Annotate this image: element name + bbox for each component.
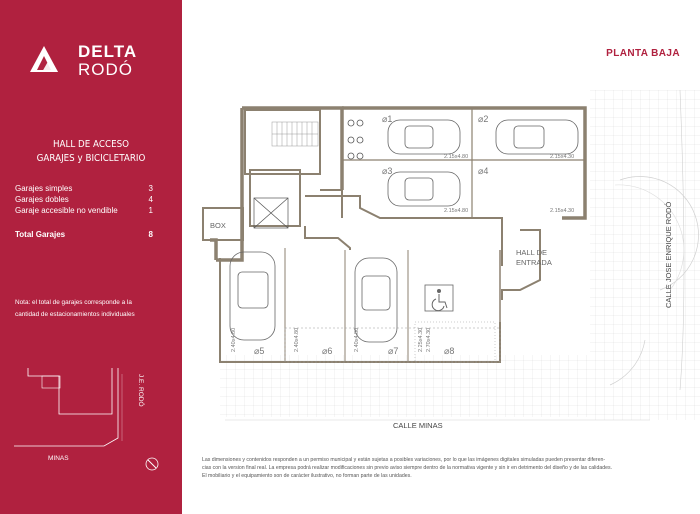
stat-total-row: Total Garajes 8 bbox=[15, 229, 153, 240]
spot-dims-6: 2.40x4.80 bbox=[294, 328, 300, 352]
spot-marker-1: ⌀1 bbox=[382, 114, 392, 124]
spot-marker-6: ⌀6 bbox=[322, 346, 332, 356]
spot-dims-5: 2.40x4.80 bbox=[231, 328, 237, 352]
street-label-rodo: CALLE JOSE ENRIQUE RODÓ bbox=[664, 202, 673, 308]
spot-dims-6b: 2.40x4.80 bbox=[354, 328, 360, 352]
brand-name-line1: DELTA bbox=[78, 42, 138, 61]
spot-marker-5: ⌀5 bbox=[254, 346, 264, 356]
staircase bbox=[271, 121, 319, 147]
hall-label-line2: ENTRADA bbox=[516, 258, 552, 267]
spot-dims-7: 2.25x4.30 bbox=[418, 328, 424, 352]
note-line: Nota: el total de garajes corresponde a … bbox=[15, 299, 132, 306]
stat-value: 3 bbox=[148, 184, 153, 193]
disclaimer-line: El mobiliario y el equipamiento son de c… bbox=[202, 473, 412, 479]
stat-label: Garaje accesible no vendible bbox=[15, 206, 118, 215]
spot-dims-3: 2.15x4.80 bbox=[444, 208, 468, 214]
note-line: cantidad de estacionamientos individuale… bbox=[15, 311, 135, 318]
stat-label: Garajes dobles bbox=[15, 195, 69, 204]
spot-marker-4: ⌀4 bbox=[478, 166, 488, 176]
spot-marker-7: ⌀7 bbox=[388, 346, 398, 356]
brand-logo: DELTA RODÓ bbox=[30, 42, 170, 82]
sidewalk bbox=[220, 90, 700, 420]
street-label-minas: CALLE MINAS bbox=[393, 421, 443, 430]
spot-marker-3: ⌀3 bbox=[382, 166, 392, 176]
spot-dims-4: 2.15x4.30 bbox=[550, 208, 574, 214]
disclaimer-line: cias con la version final real. La empre… bbox=[202, 465, 613, 471]
disclaimer-line: Las dimensiones y contenidos responden a… bbox=[202, 457, 606, 463]
spot-dims-1: 2.15x4.80 bbox=[444, 154, 468, 160]
info-panel: DELTA RODÓ HALL DE ACCESO GARAJES y BICI… bbox=[0, 0, 182, 514]
legal-disclaimer: Las dimensiones y contenidos responden a… bbox=[202, 456, 690, 480]
garage-stats: Garajes simples 3 Garajes dobles 4 Garaj… bbox=[15, 183, 153, 240]
note-text: Nota: el total de garajes corresponde a … bbox=[15, 297, 165, 321]
floor-plan: ⌀1 ⌀2 ⌀3 ⌀4 ⌀5 ⌀6 ⌀7 ⌀8 2.15x4.80 2.15x4… bbox=[202, 90, 700, 430]
section-title-line1: HALL DE ACCESO bbox=[52, 139, 130, 150]
stat-row: Garaje accesible no vendible 1 bbox=[15, 205, 153, 216]
total-label: Total Garajes bbox=[15, 230, 66, 239]
delta-logo-icon bbox=[30, 46, 58, 72]
location-minimap: J.E. RODÓ MINAS bbox=[14, 368, 159, 471]
hall-label-line1: HALL DE bbox=[516, 248, 547, 257]
stat-value: 1 bbox=[148, 206, 153, 215]
plan-title: PLANTA BAJA bbox=[606, 48, 680, 59]
section-title: HALL DE ACCESO GARAJES y BICICLETARIO bbox=[7, 138, 174, 166]
car-icon bbox=[229, 119, 579, 343]
section-title-line2: GARAJES y BICICLETARIO bbox=[36, 153, 146, 164]
stat-label: Garajes simples bbox=[15, 184, 73, 193]
stat-row: Garajes dobles 4 bbox=[15, 194, 153, 205]
box-label: BOX bbox=[210, 221, 226, 230]
spot-marker-8: ⌀8 bbox=[444, 346, 454, 356]
minimap-street-rodo: J.E. RODÓ bbox=[137, 374, 146, 407]
bicycle-rack-icon bbox=[347, 119, 364, 160]
total-value: 8 bbox=[148, 230, 153, 239]
spot-dims-8: 2.70x4.30 bbox=[426, 328, 432, 352]
elevator-icon bbox=[253, 197, 289, 229]
accessible-parking-icon bbox=[424, 284, 454, 312]
building-walls bbox=[210, 106, 587, 262]
minimap-street-minas: MINAS bbox=[48, 455, 69, 462]
north-arrow-icon bbox=[145, 457, 159, 471]
spot-marker-2: ⌀2 bbox=[478, 114, 488, 124]
stat-value: 4 bbox=[148, 195, 153, 204]
hatched-zone bbox=[284, 321, 501, 363]
brand-name-line2: RODÓ bbox=[78, 60, 133, 79]
stat-row: Garajes simples 3 bbox=[15, 183, 153, 194]
spot-dims-2: 2.15x4.30 bbox=[550, 154, 574, 160]
